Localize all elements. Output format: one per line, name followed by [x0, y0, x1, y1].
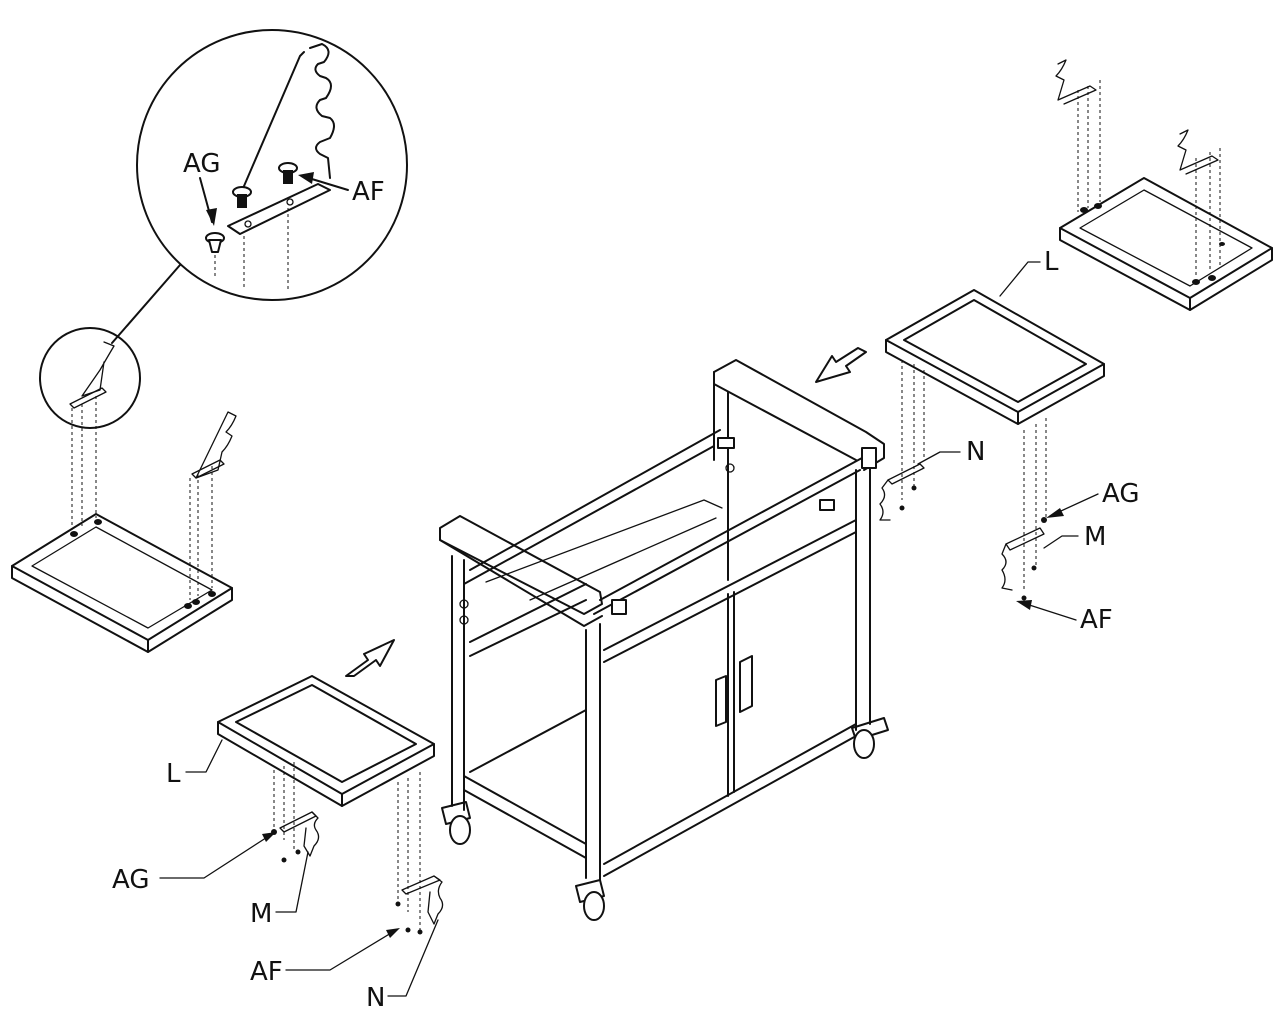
- callout-labels: AG AF L N AG M AF L AG M AF N: [112, 149, 1139, 1013]
- detail-screw-ag: [205, 232, 225, 253]
- insert-arrow-left: [345, 639, 395, 677]
- label-bottom-ag: AG: [112, 865, 149, 895]
- label-top-l: L: [1044, 247, 1059, 277]
- label-detail-ag: AG: [183, 149, 220, 179]
- detail-screw-af: [278, 162, 298, 184]
- label-detail-af: AF: [352, 177, 385, 207]
- cart-body: [439, 359, 889, 921]
- callout-leaders: [159, 261, 1099, 997]
- caster-front-left: [441, 801, 471, 845]
- caster-rear-right: [851, 717, 889, 759]
- label-bottom-n: N: [366, 983, 385, 1013]
- label-top-n: N: [966, 437, 985, 467]
- insert-arrow-right: [815, 347, 867, 383]
- right-front-panel: [879, 289, 1105, 601]
- detail-screw-mid: [232, 186, 252, 208]
- label-bottom-m: M: [250, 899, 272, 929]
- left-rear-frame: [11, 396, 237, 653]
- caster-front-center: [575, 879, 605, 921]
- detail-magnifier: [39, 29, 408, 429]
- label-bottom-af: AF: [250, 957, 283, 987]
- label-top-af: AF: [1080, 605, 1113, 635]
- right-rear-frame: [1055, 59, 1273, 311]
- label-top-m: M: [1084, 522, 1106, 552]
- left-front-panel: [217, 675, 444, 935]
- label-bottom-l: L: [166, 759, 181, 789]
- label-top-ag: AG: [1102, 479, 1139, 509]
